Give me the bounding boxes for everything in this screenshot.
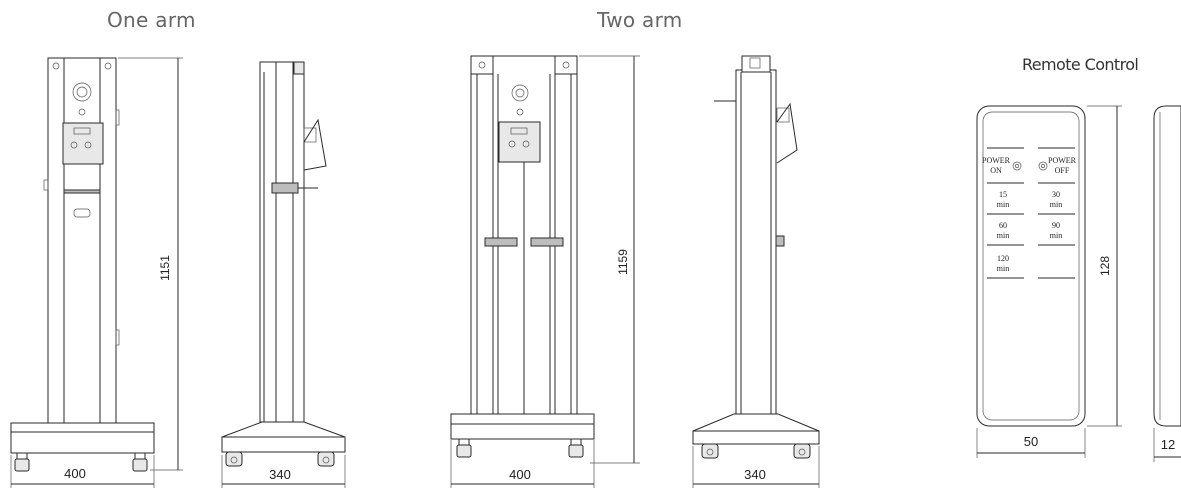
heading-one-arm: One arm — [107, 8, 196, 32]
remote-front-view: POWER ON POWER OFF 15 min 30 min 60 min … — [976, 105, 1122, 458]
caster-wheel-icon — [701, 443, 719, 459]
remote-btn-30-line2: min — [1050, 200, 1062, 209]
caster-wheel-icon — [14, 452, 30, 472]
caster-wheel-icon — [317, 451, 335, 467]
speaker-grille-icon — [511, 84, 529, 102]
caster-wheel-icon — [132, 452, 148, 472]
control-panel — [62, 122, 104, 165]
heading-remote-control: Remote Control — [1022, 55, 1139, 74]
remote-btn-power-off-line1: POWER — [1048, 156, 1077, 165]
remote-btn-15-line1: 15 — [999, 190, 1007, 199]
remote-btn-30-line1: 30 — [1052, 190, 1060, 199]
remote-side-view: 12 — [1153, 105, 1181, 462]
remote-btn-120-line1: 120 — [997, 254, 1009, 263]
one-arm-side-view: 340 — [221, 61, 346, 488]
speaker-grille-icon — [72, 82, 92, 102]
caster-wheel-icon — [225, 451, 243, 467]
base-two-arm-front — [450, 413, 595, 440]
remote-btn-power-off-line2: OFF — [1055, 166, 1070, 175]
remote-btn-15-line2: min — [997, 200, 1009, 209]
dim-one-arm-depth: 340 — [269, 467, 291, 482]
two-arm-side-view: 340 — [692, 55, 820, 488]
base-one-arm-front — [10, 422, 155, 454]
dim-two-arm-height: 1159 — [616, 249, 630, 275]
base-two-arm-side — [692, 413, 820, 445]
dim-remote-depth: 12 — [1161, 437, 1175, 452]
dim-remote-height: 128 — [1098, 256, 1112, 276]
dim-two-arm-width: 400 — [509, 467, 531, 482]
one-arm-front-view: 1151 400 — [10, 57, 183, 488]
dim-one-arm-height: 1151 — [158, 255, 172, 281]
remote-btn-120-line2: min — [997, 264, 1009, 273]
power-on-indicator-icon — [1012, 161, 1022, 171]
remote-btn-power-on-line2: ON — [990, 166, 1002, 175]
heading-two-arm: Two arm — [597, 8, 683, 32]
dim-one-arm-width: 400 — [64, 466, 86, 481]
power-off-indicator-icon — [1038, 161, 1048, 171]
remote-btn-power-on-line1: POWER — [982, 156, 1011, 165]
dim-two-arm-depth: 340 — [744, 467, 766, 482]
remote-btn-90-line2: min — [1050, 231, 1062, 240]
remote-btn-60-line1: 60 — [999, 221, 1007, 230]
remote-btn-60-line2: min — [997, 231, 1009, 240]
caster-wheel-icon — [456, 438, 472, 458]
remote-btn-90-line1: 90 — [1052, 221, 1060, 230]
two-arm-front-view: 1159 400 — [450, 55, 640, 488]
caster-wheel-icon — [568, 438, 584, 458]
caster-wheel-icon — [793, 443, 811, 459]
control-panel — [498, 121, 541, 163]
dim-remote-width: 50 — [1024, 434, 1038, 449]
